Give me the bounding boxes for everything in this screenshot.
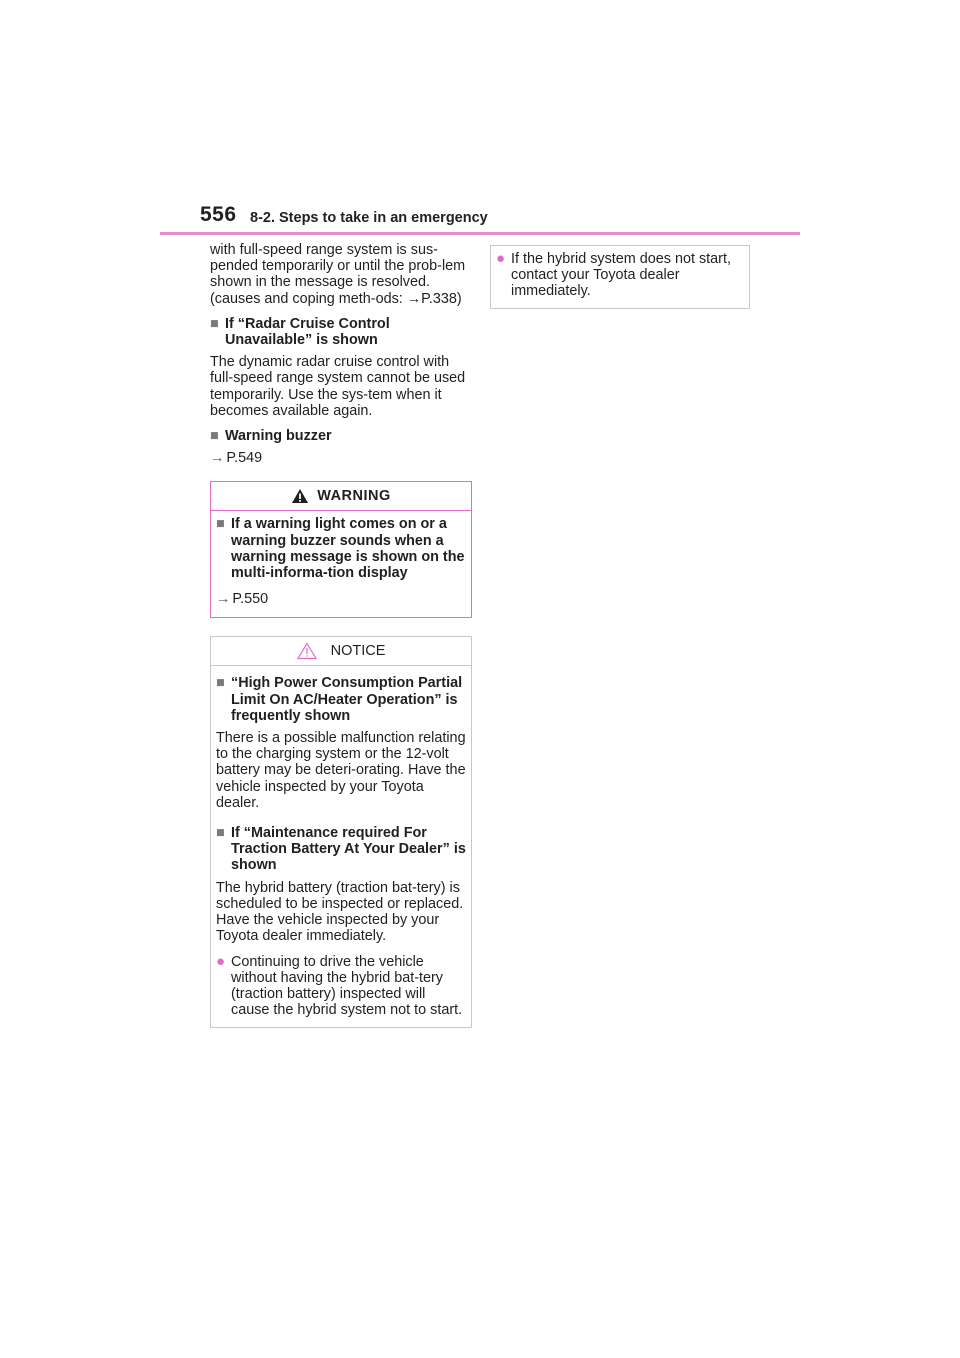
radar-heading: ■If “Radar Cruise Control Unavailable” i… [210, 315, 390, 349]
warning-triangle-icon [292, 489, 309, 504]
notice-bullet: ●Continuing to drive the vehicle without… [216, 952, 463, 1019]
continuation-box: ●If the hybrid system does not start, co… [490, 245, 750, 309]
notice-paragraph-1: There is a possible malfunction relating… [216, 730, 466, 811]
notice-heading-2: ■If “Maintenance required For Traction B… [216, 825, 466, 874]
radar-paragraph: The dynamic radar cruise control with fu… [210, 354, 466, 419]
header-rule [160, 232, 800, 235]
square-bullet-icon: ■ [216, 825, 225, 842]
warning-title: WARNING [317, 488, 391, 505]
notice-box: NOTICE ■“High Power Consumption Partial … [210, 636, 472, 1029]
caution-triangle-outline-icon [296, 642, 317, 660]
right-bullet: ●If the hybrid system does not start, co… [496, 250, 731, 300]
arrow-right-icon: → [210, 450, 225, 467]
section-title: 8-2. Steps to take in an emergency [250, 210, 488, 226]
page-number: 556 [200, 203, 237, 226]
square-bullet-icon: ■ [216, 675, 225, 692]
warning-heading: ■If a warning light comes on or a warnin… [216, 516, 465, 582]
intro-paragraph: with full-speed range system is sus-pend… [210, 242, 466, 307]
warning-reference[interactable]: →P.550 [216, 591, 269, 608]
arrow-right-icon: → [216, 591, 231, 608]
bullet-dot-icon: ● [216, 952, 226, 970]
warning-box-header: WARNING [211, 482, 471, 512]
notice-paragraph-2: The hybrid battery (traction bat-tery) i… [216, 879, 464, 945]
notice-title: NOTICE [330, 643, 386, 660]
left-column: with full-speed range system is sus-pend… [210, 242, 472, 1029]
bullet-dot-icon: ● [496, 250, 506, 267]
right-column: ●If the hybrid system does not start, co… [490, 245, 750, 309]
square-bullet-icon: ■ [210, 315, 219, 332]
notice-heading-1: ■“High Power Consumption Partial Limit O… [216, 675, 463, 724]
square-bullet-icon: ■ [216, 516, 225, 533]
warning-box: WARNING ■If a warning light comes on or … [210, 481, 472, 619]
square-bullet-icon: ■ [210, 428, 219, 445]
notice-box-header: NOTICE [211, 637, 471, 667]
buzzer-reference[interactable]: →P.549 [210, 450, 263, 467]
buzzer-heading: ■Warning buzzer [210, 428, 332, 445]
